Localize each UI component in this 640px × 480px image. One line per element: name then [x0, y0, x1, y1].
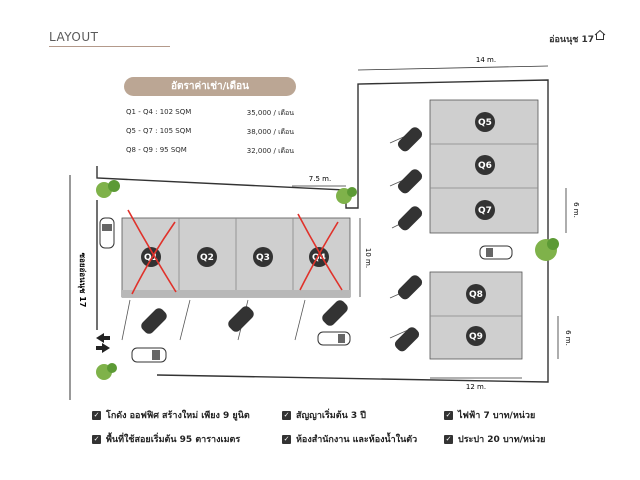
- dimension-q-height: 10 m.: [359, 218, 372, 297]
- dimension-label: 10 m.: [364, 248, 372, 268]
- rate-price: 32,000 / เดือน: [246, 147, 294, 155]
- unit-dividers: [430, 143, 538, 189]
- car-icon: [141, 127, 423, 352]
- feature-text: พื้นที่ใช้สอยเริ่มต้น 95 ตารางเมตร: [106, 435, 241, 445]
- unit-label: Q8: [469, 290, 483, 300]
- dimension-bottom: 12 m.: [430, 377, 522, 391]
- rate-row: Q1 - Q4 : 102 SQM 35,000 / เดือน: [124, 108, 296, 119]
- feature-text: ห้องสำนักงาน และห้องน้ำในตัว: [296, 435, 418, 445]
- unit-label: Q9: [469, 332, 483, 342]
- check-icon: ✓: [92, 410, 101, 420]
- check-icon: ✓: [444, 434, 453, 444]
- rate-price: 38,000 / เดือน: [246, 128, 294, 136]
- unit-label: Q2: [200, 253, 214, 263]
- unit-label: Q3: [256, 253, 270, 263]
- feature-item: ✓ ไฟฟ้า 7 บาท/หน่วย: [444, 408, 535, 422]
- building-shadow: [122, 290, 350, 297]
- feature-text: สัญญาเริ่มต้น 3 ปี: [296, 411, 366, 421]
- dimension-q9: 6 m.: [557, 316, 572, 359]
- entrance-arrow-icon: [96, 333, 110, 353]
- car-icon: [99, 217, 513, 363]
- unit-badge-q2: Q2: [197, 247, 217, 267]
- rate-table: อัตราค่าเช่า/เดือน Q1 - Q4 : 102 SQM 35,…: [124, 77, 296, 157]
- dimension-side: 7.5 m.: [292, 175, 346, 187]
- dimension-label: 6 m.: [564, 330, 572, 346]
- unit-badge-q7: Q7: [475, 200, 495, 220]
- feature-text: ประปา 20 บาท/หน่วย: [458, 435, 546, 445]
- check-icon: ✓: [282, 410, 291, 420]
- page-title: LAYOUT: [49, 30, 99, 44]
- dimension-q7: 6 m.: [565, 188, 580, 233]
- unit-label: Q6: [478, 161, 492, 171]
- unit-badge-q6: Q6: [475, 155, 495, 175]
- rate-row: Q8 - Q9 : 95 SQM 32,000 / เดือน: [124, 146, 296, 157]
- rate-units: Q8 - Q9 : 95 SQM: [126, 146, 187, 154]
- dimension-label: 7.5 m.: [309, 175, 331, 183]
- unit-dividers: [178, 218, 294, 297]
- dimension-label: 6 m.: [572, 202, 580, 218]
- unit-label: Q4: [312, 253, 326, 263]
- unavailable-mark-q4: [297, 213, 343, 291]
- rate-units: Q1 - Q4 : 102 SQM: [126, 108, 192, 116]
- site-plan: Q1 Q2 Q3 Q4 Q5 Q6 Q7 Q8 Q9 14 m. 7.5 m. …: [69, 56, 580, 400]
- unavailable-mark-q1: [127, 209, 177, 295]
- unit-label: Q5: [478, 118, 492, 128]
- unit-badge-q9: Q9: [466, 326, 486, 346]
- check-icon: ✓: [282, 434, 291, 444]
- site-boundary: [96, 79, 549, 383]
- unit-label: Q7: [478, 206, 492, 216]
- feature-item: ✓ พื้นที่ใช้สอยเริ่มต้น 95 ตารางเมตร: [92, 432, 240, 446]
- feature-item: ✓ สัญญาเริ่มต้น 3 ปี: [282, 408, 366, 422]
- home-icon[interactable]: [594, 29, 606, 41]
- check-icon: ✓: [92, 434, 101, 444]
- tree-icon: [96, 180, 559, 380]
- feature-item: ✓ ประปา 20 บาท/หน่วย: [444, 432, 545, 446]
- rate-price: 35,000 / เดือน: [246, 109, 294, 117]
- dimension-label: 12 m.: [466, 383, 486, 391]
- check-icon: ✓: [444, 410, 453, 420]
- rate-row: Q5 - Q7 : 105 SQM 38,000 / เดือน: [124, 127, 296, 138]
- dimension-label: 14 m.: [476, 56, 496, 64]
- feature-text: โกดัง ออฟฟิศ สร้างใหม่ เพียง 9 ยูนิต: [106, 411, 250, 421]
- rate-units: Q5 - Q7 : 105 SQM: [126, 127, 192, 135]
- rate-title: อัตราค่าเช่า/เดือน: [124, 77, 296, 96]
- unit-badge-q5: Q5: [475, 112, 495, 132]
- title-underline: [49, 46, 170, 47]
- unit-badge-q8: Q8: [466, 284, 486, 304]
- location-label: อ่อนนุช 17: [549, 35, 594, 45]
- feature-item: ✓ โกดัง ออฟฟิศ สร้างใหม่ เพียง 9 ยูนิต: [92, 408, 250, 422]
- feature-text: ไฟฟ้า 7 บาท/หน่วย: [458, 411, 536, 421]
- unit-badge-q3: Q3: [253, 247, 273, 267]
- road-label: ซอยอ่อนนุช 17: [77, 253, 87, 308]
- dimension-top: 14 m.: [357, 56, 549, 71]
- feature-item: ✓ ห้องสำนักงาน และห้องน้ำในตัว: [282, 432, 417, 446]
